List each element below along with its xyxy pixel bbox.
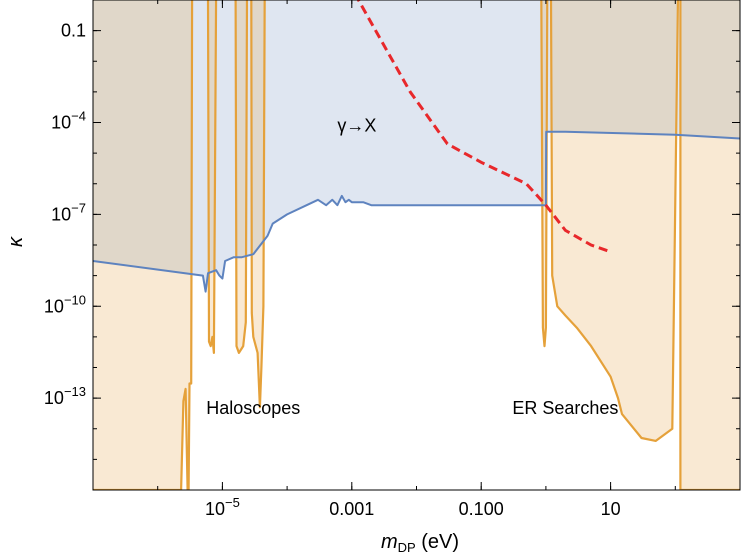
y-tick-label: 10−4 xyxy=(51,109,86,133)
annotation-label: Haloscopes xyxy=(206,398,300,418)
y-tick-label: 10−10 xyxy=(44,292,86,316)
blue-bound-line xyxy=(93,130,740,293)
x-tick-label: 10 xyxy=(601,499,621,519)
annotation-label: ER Searches xyxy=(512,398,618,418)
y-axis-label: κ xyxy=(5,236,27,247)
annotations: γ→X Haloscopes ER Searches xyxy=(206,116,618,418)
x-tick-label: 0.100 xyxy=(459,499,504,519)
red-dashed-line xyxy=(356,0,612,254)
orange-bound-line xyxy=(93,0,740,490)
plot-area xyxy=(93,0,740,490)
x-axis: 10−5 0.001 0.100 10 xyxy=(92,0,741,519)
x-axis-label: mDP (eV) xyxy=(381,531,459,555)
x-tick-label: 10−5 xyxy=(205,495,240,519)
x-tick-label: 0.001 xyxy=(329,499,374,519)
y-tick-label: 10−7 xyxy=(51,200,86,224)
y-tick-label: 0.1 xyxy=(61,21,86,41)
y-tick-label: 10−13 xyxy=(44,384,86,408)
annotation-label: γ→X xyxy=(337,116,376,136)
y-axis: 0.1 10−4 10−7 10−10 10−13 xyxy=(44,0,740,491)
